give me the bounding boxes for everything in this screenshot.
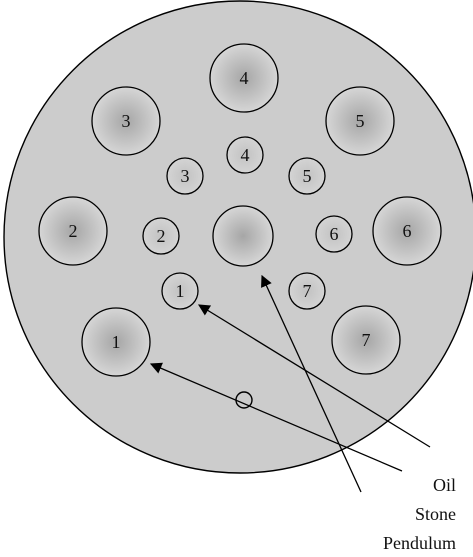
outer-label-6: 6 — [403, 221, 412, 241]
pendulum-arrow — [261, 274, 362, 493]
outer-circle-1 — [81, 307, 151, 377]
inner-label-2: 2 — [157, 226, 166, 246]
outer-circle-6 — [372, 196, 442, 266]
outer-label-2: 2 — [69, 221, 78, 241]
inner-circle-6 — [315, 215, 353, 253]
outer-circle-5 — [325, 86, 395, 156]
outer-ring: 1 2 3 4 5 6 7 — [38, 43, 442, 377]
inner-circle-7 — [288, 272, 326, 310]
legend-stone: Stone — [415, 504, 456, 524]
inner-ring: 1 2 3 4 5 6 7 — [142, 136, 353, 310]
outer-circle-7 — [331, 305, 401, 375]
outer-circle-3 — [91, 86, 161, 156]
outer-circle-4 — [209, 43, 279, 113]
outer-label-5: 5 — [356, 111, 365, 131]
inner-label-3: 3 — [181, 166, 190, 186]
outer-label-3: 3 — [122, 111, 131, 131]
outer-circle-2 — [38, 196, 108, 266]
inner-circle-5 — [288, 157, 326, 195]
legend-pendulum: Pendulum — [383, 533, 456, 553]
outer-label-1: 1 — [112, 332, 121, 352]
inner-label-5: 5 — [303, 166, 312, 186]
center-circle — [212, 205, 274, 267]
outer-label-4: 4 — [240, 68, 249, 88]
inner-label-1: 1 — [176, 281, 185, 301]
legend-oil: Oil — [433, 475, 456, 495]
inner-label-6: 6 — [330, 224, 339, 244]
outer-label-7: 7 — [362, 330, 371, 350]
inner-circle-1 — [161, 272, 199, 310]
stone-arrow — [149, 362, 403, 472]
inner-label-7: 7 — [303, 281, 312, 301]
inner-circle-2 — [142, 217, 180, 255]
inner-label-4: 4 — [241, 145, 250, 165]
oil-arrow — [198, 304, 431, 448]
inner-circle-3 — [166, 157, 204, 195]
inner-circle-4 — [226, 136, 264, 174]
